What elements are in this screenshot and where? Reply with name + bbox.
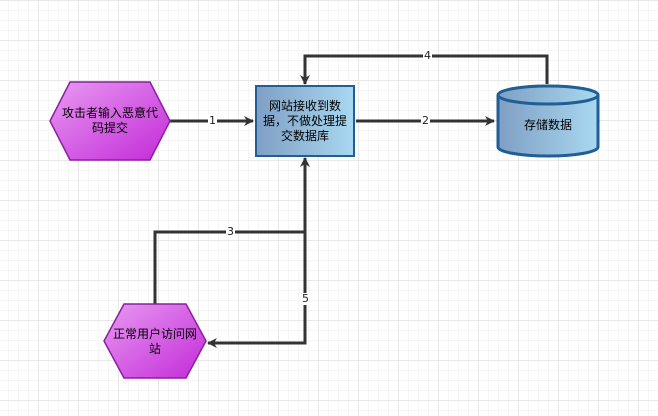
server-box[interactable] bbox=[255, 85, 355, 157]
edge-5-line bbox=[207, 232, 307, 348]
edge-4-label: 4 bbox=[423, 49, 432, 62]
edge-5-label: 5 bbox=[301, 292, 310, 305]
edge-2-label: 2 bbox=[421, 114, 430, 127]
user-hexagon[interactable] bbox=[103, 303, 207, 379]
attacker-hexagon[interactable] bbox=[49, 81, 171, 161]
edge-3-label: 3 bbox=[226, 225, 235, 238]
database-cylinder[interactable] bbox=[496, 84, 600, 158]
edge-1-label: 1 bbox=[208, 114, 217, 127]
